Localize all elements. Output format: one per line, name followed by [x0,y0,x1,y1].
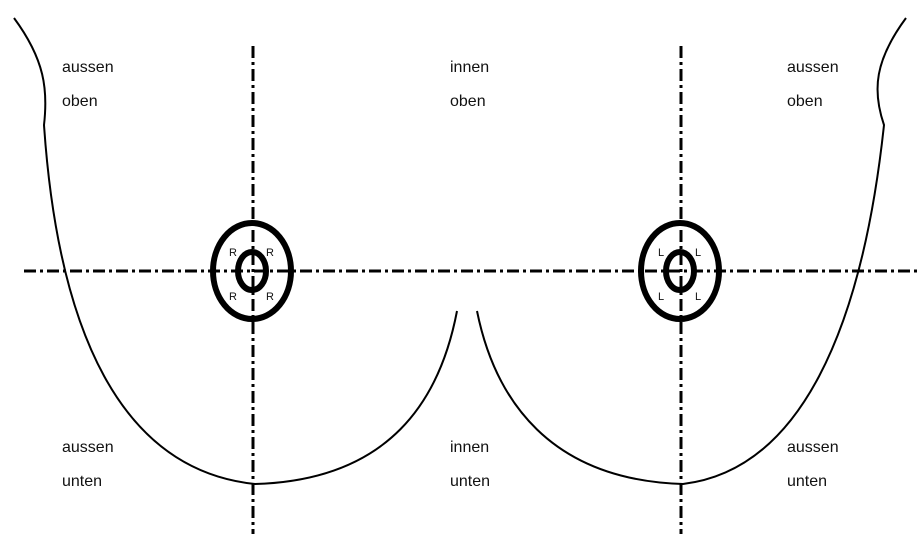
label-top-center-line1: innen [450,59,489,76]
label-top-left-line1: aussen [62,59,114,76]
right-marker-upper-inner: R [266,247,274,259]
label-top-right-line1: aussen [787,59,839,76]
right-torso-contour [477,18,906,484]
label-top-left-line2: oben [62,93,98,110]
label-bottom-center-line2: unten [450,473,490,490]
left-marker-upper-outer: L [695,247,701,259]
label-bottom-center-line1: innen [450,439,489,456]
right-marker-upper-outer: R [229,247,237,259]
quadrant-labels: aussen oben innen oben aussen oben ausse… [62,59,839,490]
label-bottom-left-line1: aussen [62,439,114,456]
quadrant-axes [24,46,920,534]
label-bottom-right-line1: aussen [787,439,839,456]
body-outline [14,18,906,484]
left-marker-lower-outer: L [695,291,701,303]
right-marker-lower-inner: R [266,291,274,303]
left-marker-lower-inner: L [658,291,664,303]
label-top-center-line2: oben [450,93,486,110]
label-top-right-line2: oben [787,93,823,110]
right-marker-lower-outer: R [229,291,237,303]
label-bottom-left-line2: unten [62,473,102,490]
left-marker-upper-inner: L [658,247,664,259]
label-bottom-right-line2: unten [787,473,827,490]
